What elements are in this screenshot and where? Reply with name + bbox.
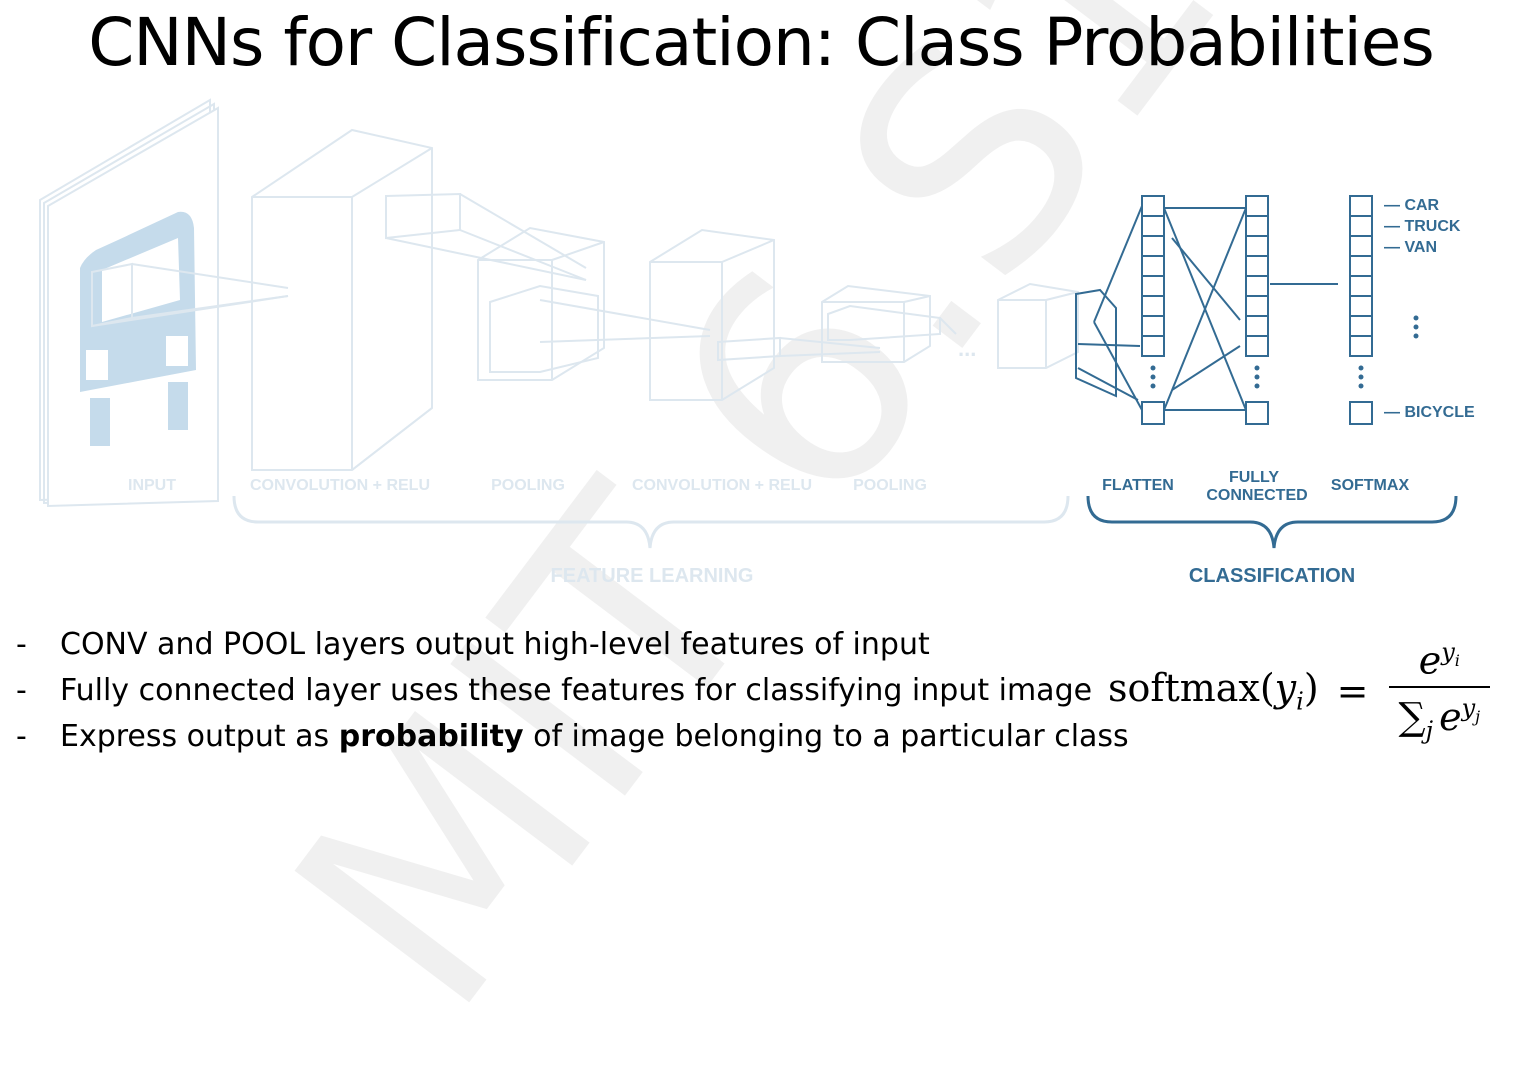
bullet-text-bold: probability — [338, 719, 524, 754]
conv-layer-2 — [539, 228, 881, 401]
cnn-architecture-diagram: ... INPUT CONVOLUTION + RELU POOLING CON… — [39, 98, 1475, 587]
bullet-text: Express output as probability of image b… — [60, 714, 1129, 760]
class-label-truck: — TRUCK — [1384, 218, 1461, 235]
dense-connections — [1163, 207, 1247, 411]
label-connected: CONNECTED — [1206, 487, 1307, 504]
num-sup-var: y — [1441, 637, 1455, 666]
label-conv-relu-2: CONVOLUTION + RELU — [632, 477, 812, 494]
bullet-item: - Express output as probability of image… — [16, 714, 1129, 760]
softmax-column — [1349, 195, 1373, 425]
formula-equals: = — [1336, 669, 1369, 713]
feature-learning-brace — [232, 495, 1070, 549]
conv-layer-1 — [251, 128, 587, 471]
flatten-column — [1141, 195, 1165, 425]
formula-func: softmax — [1108, 666, 1260, 711]
bullet-item: - CONV and POOL layers output high-level… — [16, 622, 1096, 668]
class-label-van: — VAN — [1384, 239, 1437, 256]
slide-title: CNNs for Classification: Class Probabili… — [88, 4, 1435, 81]
fully-connected-column — [1245, 195, 1269, 425]
bullet-item: - Fully connected layer uses these featu… — [16, 668, 1096, 714]
bullet-dash: - — [16, 673, 27, 708]
formula-sub: i — [1296, 687, 1304, 716]
classification-stage — [1075, 195, 1373, 425]
den-sup-sub: j — [1475, 707, 1481, 726]
label-input: INPUT — [128, 477, 176, 494]
bullet-text: Fully connected layer uses these feature… — [60, 673, 1093, 708]
den-sup-var: y — [1461, 694, 1476, 723]
pooling-layer-1 — [477, 226, 605, 381]
class-label-bicycle: — BICYCLE — [1384, 404, 1475, 421]
num-base: e — [1418, 638, 1442, 683]
label-softmax: SOFTMAX — [1331, 477, 1410, 494]
feature-learning-label: FEATURE LEARNING — [551, 565, 754, 587]
feature-learning-stage — [39, 98, 1079, 508]
formula-var: y — [1274, 666, 1297, 711]
bullet-text: CONV and POOL layers output high-level f… — [60, 627, 930, 662]
bullet-text-part: Express output as — [60, 719, 339, 754]
bullet-dash: - — [16, 627, 27, 662]
bullet-dash: - — [16, 719, 27, 754]
classification-label: CLASSIFICATION — [1189, 565, 1355, 587]
label-conv-relu-1: CONVOLUTION + RELU — [250, 477, 430, 494]
bullet-list: - CONV and POOL layers output high-level… — [16, 622, 1129, 760]
formula-close-paren: ) — [1303, 666, 1319, 711]
label-fully: FULLY — [1229, 469, 1279, 486]
bullet-text-part: of image belonging to a particular class — [523, 719, 1129, 754]
pooling-layer-2 — [821, 284, 957, 363]
formula-numerator: eyi — [1409, 638, 1470, 687]
num-sup-sub: i — [1454, 650, 1460, 670]
feature-ellipsis: ... — [958, 336, 976, 361]
label-pooling-2: POOLING — [853, 477, 927, 494]
feature-map-last — [997, 282, 1079, 369]
car-silhouette-icon — [80, 211, 196, 446]
class-label-car: — CAR — [1384, 197, 1440, 214]
formula-lhs: softmax(yi) — [1108, 666, 1319, 716]
classification-brace — [1086, 495, 1458, 549]
label-pooling-1: POOLING — [491, 477, 565, 494]
den-sum: ∑ — [1398, 694, 1426, 739]
formula-open-paren: ( — [1259, 666, 1275, 711]
den-base: e — [1439, 694, 1462, 739]
flatten-face — [1075, 288, 1117, 398]
label-flatten: FLATTEN — [1102, 477, 1174, 494]
den-sum-sub: j — [1425, 716, 1434, 745]
vertical-ellipsis-dots — [1150, 315, 1419, 389]
